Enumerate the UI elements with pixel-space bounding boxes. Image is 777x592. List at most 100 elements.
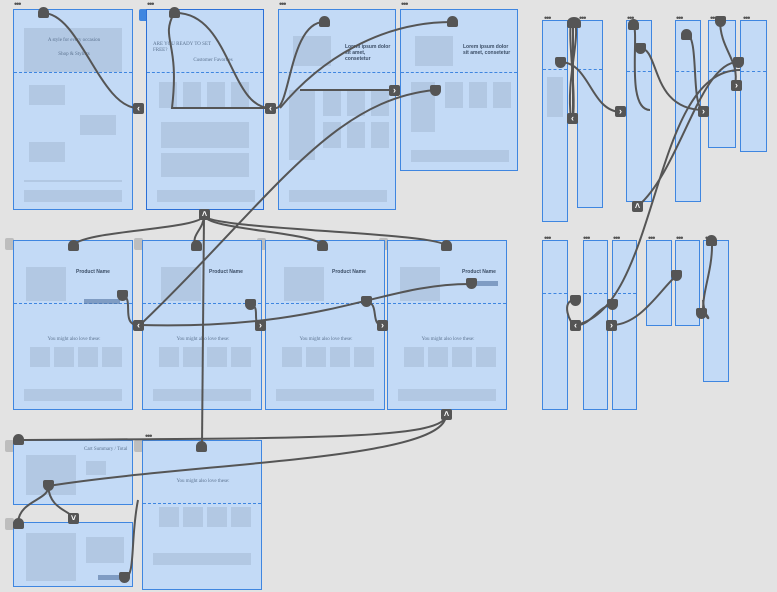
chevron-right-icon[interactable]: › [606, 320, 617, 331]
place-order-button[interactable] [98, 575, 124, 580]
chevron-right-icon[interactable]: › [615, 106, 626, 117]
product-card [493, 82, 511, 108]
mobile-frame-cart[interactable] [646, 240, 672, 326]
link-handle-icon[interactable] [635, 43, 646, 54]
chevron-left-icon[interactable]: ‹ [570, 320, 581, 331]
fold-line [543, 69, 567, 70]
link-handle-icon[interactable] [706, 235, 717, 246]
chevron-right-icon[interactable]: › [389, 85, 400, 96]
chevron-right-icon[interactable]: › [698, 106, 709, 117]
frame-menu-dots[interactable]: ••• [544, 13, 552, 23]
desktop-frame-checkout[interactable] [13, 522, 133, 587]
chevron-up-icon[interactable]: ˄ [632, 201, 643, 212]
frame-menu-dots[interactable]: ••• [145, 431, 153, 441]
link-handle-icon[interactable] [555, 57, 566, 68]
link-handle-icon[interactable] [68, 240, 79, 251]
footer-divider [24, 180, 122, 182]
link-handle-icon[interactable] [196, 441, 207, 452]
link-handle-icon[interactable] [567, 17, 581, 28]
frame-menu-dots[interactable]: ••• [579, 13, 587, 23]
link-handle-icon[interactable] [169, 7, 180, 18]
frame-tab[interactable] [5, 238, 14, 250]
link-handle-icon[interactable] [607, 299, 618, 310]
chevron-left-icon[interactable]: ‹ [265, 103, 276, 114]
link-handle-icon[interactable] [319, 16, 330, 27]
desktop-frame-confirmation[interactable]: You might also love these: [142, 440, 262, 590]
footer-links [276, 389, 374, 401]
image-block [29, 85, 65, 105]
link-handle-icon[interactable] [715, 16, 726, 27]
link-handle-icon[interactable] [13, 434, 24, 445]
frame-menu-dots[interactable]: ••• [627, 13, 635, 23]
link-handle-icon[interactable] [191, 240, 202, 251]
fold-line [401, 72, 517, 73]
desktop-frame-product-1[interactable]: Product Name You might also love these: [13, 240, 133, 410]
product-image [284, 267, 324, 301]
chevron-up-icon[interactable]: ˄ [441, 409, 452, 420]
product-card [323, 90, 341, 116]
mobile-frame-product-2[interactable] [583, 240, 608, 410]
chevron-right-icon[interactable]: › [377, 320, 388, 331]
link-handle-icon[interactable] [117, 290, 128, 301]
frame-menu-dots[interactable]: ••• [147, 0, 155, 9]
mobile-frame-home[interactable] [542, 20, 568, 222]
link-handle-icon[interactable] [317, 240, 328, 251]
link-handle-icon[interactable] [570, 295, 581, 306]
link-handle-icon[interactable] [733, 57, 744, 68]
frame-menu-dots[interactable]: ••• [710, 13, 718, 23]
chevron-up-icon[interactable]: ˄ [199, 209, 210, 220]
hero-image-placeholder [415, 36, 453, 66]
frame-tab[interactable] [5, 440, 14, 452]
link-handle-icon[interactable] [245, 299, 256, 310]
fold-line [613, 293, 636, 294]
desktop-frame-landing[interactable]: ARE YOU READY TO SET FREE? Customer Favo… [146, 9, 264, 210]
chevron-left-icon[interactable]: ‹ [133, 103, 144, 114]
link-handle-icon[interactable] [628, 19, 639, 30]
link-handle-icon[interactable] [13, 518, 24, 529]
frame-menu-dots[interactable]: ••• [676, 13, 684, 23]
mobile-frame-product-1[interactable] [542, 240, 568, 410]
desktop-frame-product-3[interactable]: Product Name You might also love these: [265, 240, 385, 410]
link-handle-icon[interactable] [43, 480, 54, 491]
product-card [428, 347, 448, 367]
chevron-right-icon[interactable]: › [731, 80, 742, 91]
frame-menu-dots[interactable]: ••• [14, 0, 22, 9]
frame-menu-dots[interactable]: ••• [544, 233, 552, 243]
frame-menu-dots[interactable]: ••• [279, 0, 287, 9]
desktop-frame-product-4[interactable]: Product Name You might also love these: [387, 240, 507, 410]
frame-menu-dots[interactable]: ••• [401, 0, 409, 9]
desktop-frame-category-alt[interactable]: Lorem ipsum dolor sit amet, consetetur [400, 9, 518, 171]
desktop-frame-product-2[interactable]: Product Name You might also love these: [142, 240, 262, 410]
mobile-frame-product-alt[interactable] [740, 20, 767, 152]
chevron-down-icon[interactable]: ˅ [68, 513, 79, 524]
link-handle-icon[interactable] [430, 85, 441, 96]
link-handle-icon[interactable] [447, 16, 458, 27]
mobile-frame-landing[interactable] [577, 20, 603, 208]
add-to-cart-button[interactable] [468, 281, 498, 286]
frame-menu-dots[interactable]: ••• [743, 13, 751, 23]
product-card [306, 347, 326, 367]
link-handle-icon[interactable] [671, 270, 682, 281]
selected-frame-tab[interactable] [139, 9, 148, 21]
link-handle-icon[interactable] [466, 278, 477, 289]
add-to-cart-button[interactable] [84, 299, 120, 304]
desktop-frame-cart[interactable]: Cart Summary / Total [13, 440, 133, 505]
desktop-frame-home[interactable]: A style for every occasion Shop & Stylis… [13, 9, 133, 210]
fold-line [627, 71, 651, 72]
link-handle-icon[interactable] [696, 308, 707, 319]
chevron-right-icon[interactable]: › [255, 320, 266, 331]
link-handle-icon[interactable] [681, 29, 692, 40]
footer-links [153, 389, 251, 401]
filter-panel [289, 90, 315, 160]
link-handle-icon[interactable] [441, 240, 452, 251]
product-card [231, 507, 251, 527]
link-handle-icon[interactable] [361, 296, 372, 307]
link-handle-icon[interactable] [38, 7, 49, 18]
chevron-left-icon[interactable]: ‹ [133, 320, 144, 331]
chevron-left-icon[interactable]: ‹ [567, 113, 578, 124]
desktop-frame-category[interactable]: Lorem ipsum dolor sit amet, consetetur [278, 9, 396, 210]
frame-tab[interactable] [5, 518, 14, 530]
link-handle-icon[interactable] [119, 572, 130, 583]
product-card [476, 347, 496, 367]
